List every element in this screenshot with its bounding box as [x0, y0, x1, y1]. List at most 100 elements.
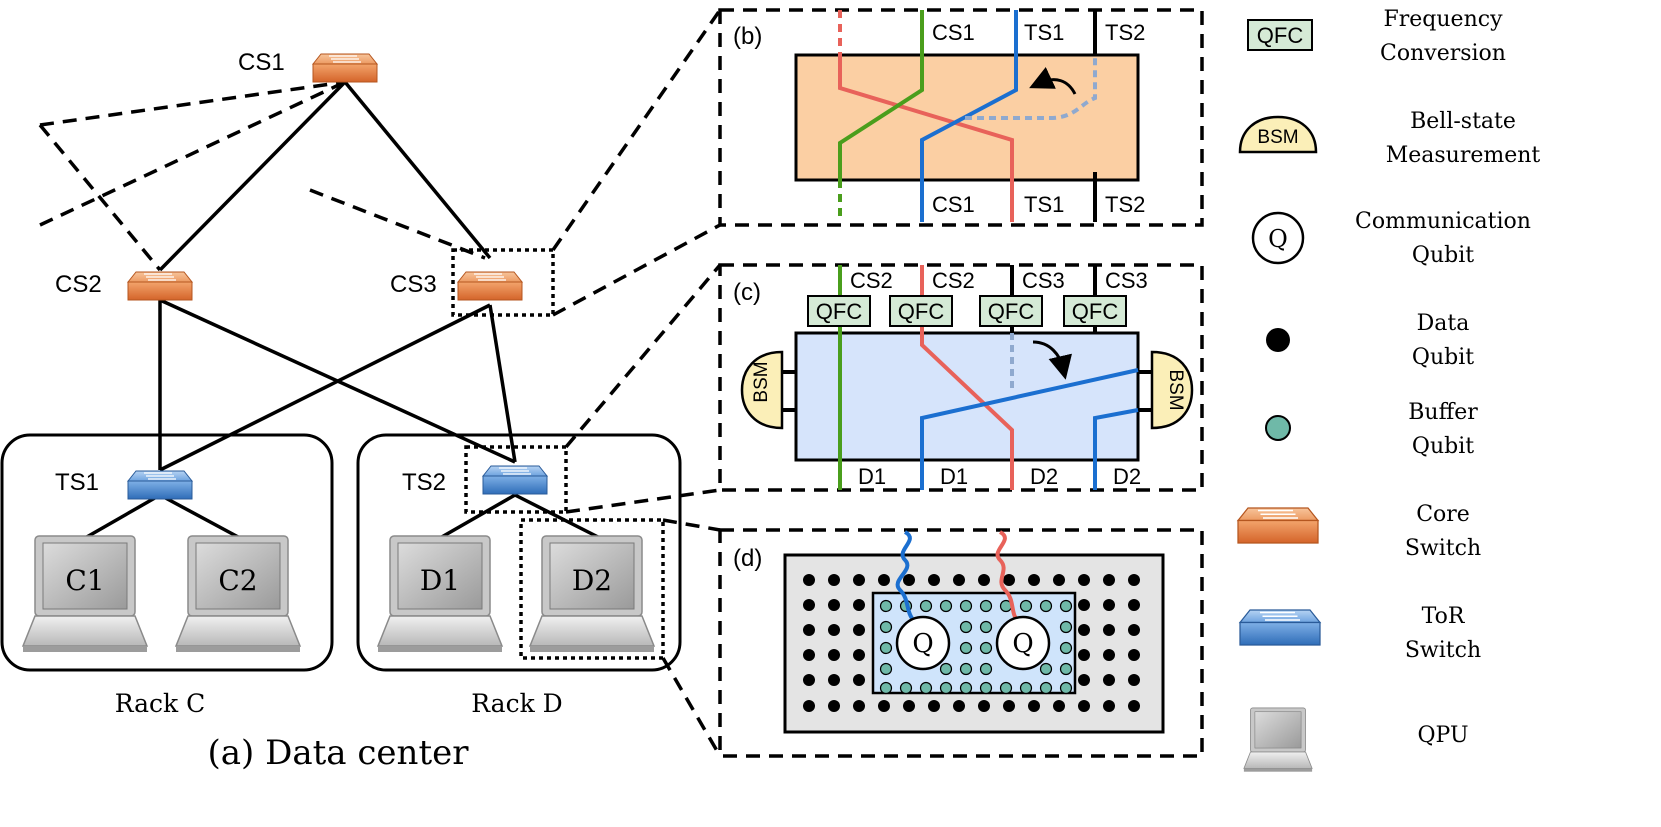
buffer-qubit: [959, 681, 973, 695]
buffer-qubit: [979, 681, 993, 695]
highlight-d2: [519, 518, 665, 660]
data-qubit: [853, 574, 865, 586]
swap-arrow-c: [1032, 340, 1072, 380]
link-cs3-ts1: [159, 303, 491, 472]
buffer-qubit: [1059, 641, 1073, 655]
blue-photon-link: [895, 530, 917, 624]
buffer-qubit: [879, 620, 893, 634]
legend-tor-switch-icon: [1239, 609, 1321, 646]
legend-bsm-text-2: Measurement: [1386, 143, 1541, 168]
buffer-qubit: [999, 681, 1013, 695]
buffer-qubit: [919, 681, 933, 695]
link-ts2-d1: [439, 493, 516, 540]
data-qubit: [978, 700, 990, 712]
legend-buffer-text-2: Qubit: [1412, 434, 1474, 459]
caption-data-center: (a) Data center: [208, 733, 470, 773]
data-qubit: [1003, 700, 1015, 712]
data-qubit: [1128, 700, 1140, 712]
data-qubit: [828, 649, 840, 661]
data-qubit: [803, 599, 815, 611]
data-qubit: [828, 624, 840, 636]
comm-qubit-2-label: Q: [1012, 629, 1033, 659]
panel-b-bottom-cs1: CS1: [932, 192, 975, 217]
buffer-qubit: [1059, 620, 1073, 634]
data-qubit: [1003, 574, 1015, 586]
panel-c-tag: (c): [733, 279, 761, 306]
buffer-qubit: [879, 641, 893, 655]
data-qubit: [1078, 700, 1090, 712]
buffer-qubit: [1039, 599, 1053, 613]
buffer-qubit: [939, 681, 953, 695]
link-ts2-d2: [514, 493, 601, 540]
label-cs1: CS1: [238, 49, 285, 76]
data-qubit: [853, 674, 865, 686]
buffer-qubit: [939, 599, 953, 613]
panel-c-top-3: CS3: [1022, 268, 1065, 293]
data-qubit: [853, 700, 865, 712]
legend-bsm-symbol: [1238, 115, 1318, 154]
legend-core-text-2: Switch: [1405, 536, 1481, 561]
data-qubit: [1078, 649, 1090, 661]
buffer-qubit: [979, 641, 993, 655]
label-ts2: TS2: [402, 469, 446, 496]
link-cs1-cs2: [158, 80, 347, 272]
panel-c-bottom-3: D2: [1030, 464, 1058, 489]
label-d2: D2: [572, 564, 612, 597]
data-qubit: [903, 574, 915, 586]
panel-a-network: CS1 CS2 CS3 TS1 TS2 C1 C2 D1 D2 Rack C R…: [0, 49, 682, 773]
bsm-left-label: BSM: [751, 361, 772, 402]
data-qubit: [803, 624, 815, 636]
core-switch-cs1-icon: [312, 53, 378, 83]
panel-b-top-ts1: TS1: [1024, 20, 1064, 45]
legend-qfc-symbol: [1247, 19, 1313, 51]
data-qubit: [928, 700, 940, 712]
legend-buffer-text-1: Buffer: [1408, 400, 1478, 425]
data-qubit: [803, 674, 815, 686]
buffer-qubit: [899, 681, 913, 695]
label-c1: C1: [65, 564, 104, 597]
data-qubit: [1103, 574, 1115, 586]
data-qubit: [878, 700, 890, 712]
panel-b: (b) CS1 TS1 TS2 CS1 TS1 TS2: [718, 8, 1204, 227]
red-photon-link: [995, 530, 1020, 624]
data-qubit: [853, 599, 865, 611]
panel-c-bottom-4: D2: [1113, 464, 1141, 489]
data-qubit: [803, 649, 815, 661]
label-rack-d: Rack D: [471, 689, 562, 718]
link-cs1-cs3: [343, 80, 492, 260]
red-path-b: [838, 55, 1014, 222]
zoom-connectors: [551, 9, 722, 757]
link-cs3-ts2: [488, 304, 517, 463]
qfc-boxes: QFC QFC QFC QFC: [807, 295, 1127, 327]
panel-b-bottom-ts1: TS1: [1024, 192, 1064, 217]
panel-d: (d) Q Q: [718, 528, 1204, 758]
panel-b-top-cs1: CS1: [932, 20, 975, 45]
label-d1: D1: [420, 564, 460, 597]
highlight-cs3: [451, 248, 555, 317]
comm-qubit-1: Q: [895, 615, 951, 671]
link-ts1-c2: [159, 493, 241, 540]
buffer-qubit: [979, 662, 993, 676]
legend: QFC Frequency Conversion BSM Bell-state …: [1237, 7, 1541, 773]
buffer-qubit: [1039, 681, 1053, 695]
legend-core-switch-icon: [1237, 507, 1319, 544]
qubit-grid: [803, 574, 1140, 712]
panel-c: (c) BSM BSM QFC QF: [718, 263, 1204, 492]
bsm-left: BSM: [740, 350, 796, 430]
data-qubit: [1103, 649, 1115, 661]
buffer-qubit: [959, 599, 973, 613]
panel-b-top-ts2: TS2: [1105, 20, 1145, 45]
data-qubit: [828, 674, 840, 686]
rack-c-box: [0, 433, 334, 672]
data-qubit: [928, 574, 940, 586]
legend-qpu-icon: [1243, 707, 1313, 773]
legend-qfc-text-2: Conversion: [1380, 41, 1506, 66]
panel-c-top-1: CS2: [850, 268, 893, 293]
legend-qfc-symbol-text: QFC: [1257, 23, 1304, 48]
data-qubit: [903, 700, 915, 712]
label-cs3: CS3: [390, 271, 437, 298]
data-qubit: [1103, 674, 1115, 686]
legend-qfc-text-1: Frequency: [1384, 7, 1504, 32]
data-qubit: [803, 574, 815, 586]
